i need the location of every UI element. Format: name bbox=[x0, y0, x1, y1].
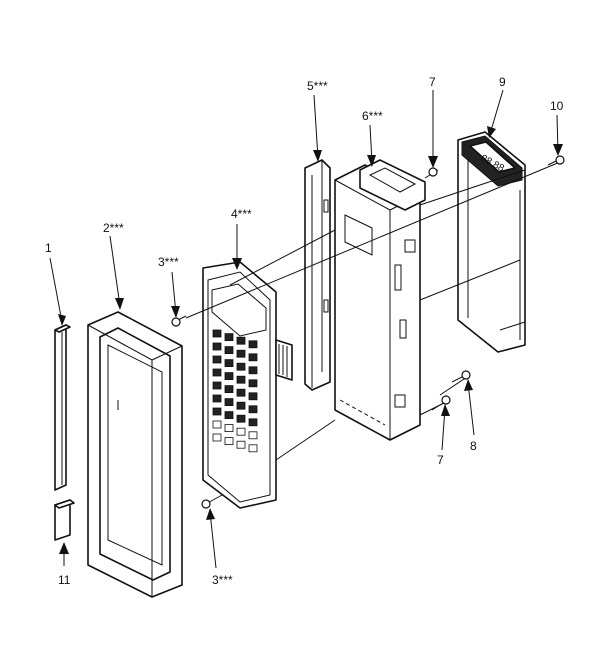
part-1-trim-strip bbox=[54, 324, 71, 491]
part-4-control-panel bbox=[202, 261, 293, 509]
callout-arrows bbox=[49, 89, 563, 569]
label-part-4: 4*** bbox=[231, 207, 252, 221]
part-6-control-box bbox=[334, 159, 426, 441]
keypad-key bbox=[248, 366, 258, 375]
keypad-key bbox=[224, 411, 234, 420]
keypad-key bbox=[212, 381, 222, 390]
keypad-key bbox=[212, 420, 222, 429]
keypad-key bbox=[248, 379, 258, 388]
keypad-key bbox=[236, 375, 246, 384]
keypad-key bbox=[236, 401, 246, 410]
part-9-display-board: 88.88 bbox=[457, 131, 526, 353]
keypad-key bbox=[212, 407, 222, 416]
screw-7-upper bbox=[424, 167, 439, 179]
screw-3-lower bbox=[201, 494, 223, 509]
keypad-buttons bbox=[212, 329, 258, 453]
screw-3-upper bbox=[171, 315, 187, 327]
keypad-key bbox=[248, 418, 258, 427]
keypad-key bbox=[212, 342, 222, 351]
keypad-key bbox=[224, 424, 234, 433]
keypad-key bbox=[212, 394, 222, 403]
keypad-key bbox=[224, 359, 234, 368]
label-part-9: 9 bbox=[499, 75, 506, 89]
keypad-key bbox=[236, 362, 246, 371]
keypad-key bbox=[236, 336, 246, 345]
keypad-key bbox=[224, 346, 234, 355]
keypad-key bbox=[224, 385, 234, 394]
keypad-key bbox=[236, 349, 246, 358]
keypad-key bbox=[212, 433, 222, 442]
keypad-key bbox=[224, 372, 234, 381]
keypad-key bbox=[248, 431, 258, 440]
keypad-key bbox=[212, 329, 222, 338]
connection-lines bbox=[185, 161, 561, 461]
label-part-8: 8 bbox=[470, 439, 477, 453]
keypad-key bbox=[236, 414, 246, 423]
label-part-10: 10 bbox=[550, 99, 564, 113]
part-11-small-block bbox=[54, 499, 75, 541]
keypad-key bbox=[236, 427, 246, 436]
label-part-3-upper: 3*** bbox=[158, 255, 179, 269]
keypad-key bbox=[248, 353, 258, 362]
part-labels: 1 2*** 3*** 4*** 5*** 6*** 7 9 10 8 7 3*… bbox=[45, 75, 564, 587]
keypad-key bbox=[248, 340, 258, 349]
keypad-key bbox=[224, 398, 234, 407]
keypad-key bbox=[212, 355, 222, 364]
keypad-key bbox=[224, 437, 234, 446]
label-part-3-lower: 3*** bbox=[212, 573, 233, 587]
keypad-key bbox=[248, 392, 258, 401]
keypad-key bbox=[224, 333, 234, 342]
keypad-key bbox=[236, 388, 246, 397]
keypad-key bbox=[236, 440, 246, 449]
keypad-key bbox=[248, 444, 258, 453]
keypad-key bbox=[248, 405, 258, 414]
label-part-11: 11 bbox=[58, 573, 71, 587]
part-2-door-frame bbox=[87, 311, 183, 598]
screw-7-lower bbox=[431, 395, 451, 411]
label-part-5: 5*** bbox=[307, 79, 328, 93]
label-part-7-lower: 7 bbox=[437, 453, 444, 467]
part-5-bracket bbox=[304, 159, 331, 391]
label-part-2: 2*** bbox=[103, 221, 124, 235]
screw-10 bbox=[547, 155, 565, 166]
screw-8 bbox=[451, 370, 471, 383]
label-part-6: 6*** bbox=[362, 109, 383, 123]
label-part-1: 1 bbox=[45, 241, 52, 255]
keypad-key bbox=[212, 368, 222, 377]
label-part-7-upper: 7 bbox=[429, 75, 436, 89]
